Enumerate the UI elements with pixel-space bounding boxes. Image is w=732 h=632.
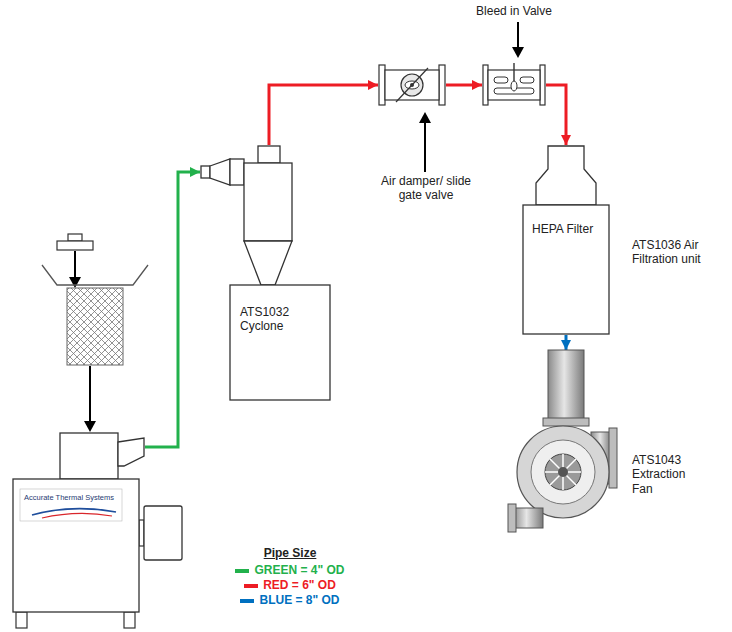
fan-base-outlet bbox=[513, 508, 543, 528]
hepa-filter-unit: HEPA FilterATS1036 Air Filtration unit bbox=[522, 145, 610, 335]
machine-body bbox=[13, 479, 139, 612]
callout-text: Air damper/ slide gate valve bbox=[380, 174, 472, 203]
inlet-tip bbox=[201, 166, 210, 178]
hub bbox=[558, 467, 568, 477]
part-label: ATS1032 Cyclone bbox=[240, 305, 320, 334]
arrow-head bbox=[368, 80, 378, 90]
inlet-nozzle bbox=[210, 159, 230, 185]
pointer-arrow bbox=[517, 22, 519, 48]
pipe-connector bbox=[269, 85, 378, 145]
logo-swoosh bbox=[42, 513, 112, 518]
collection-bin bbox=[230, 285, 330, 400]
lid bbox=[57, 241, 93, 250]
arrow-head bbox=[84, 421, 96, 432]
outlet bbox=[60, 433, 118, 479]
hopper bbox=[42, 234, 148, 432]
filter-outline bbox=[522, 145, 610, 335]
mesh-basket bbox=[67, 288, 123, 365]
text-slot: ATS1036 Air Filtration unit bbox=[632, 238, 712, 267]
text-slot: Pipe Size bbox=[230, 546, 350, 560]
text-slot: ATS1043 Extraction Fan bbox=[632, 453, 702, 496]
impeller bbox=[545, 454, 581, 490]
filter-housing bbox=[523, 205, 609, 334]
fan-base-flange bbox=[508, 504, 516, 532]
slot bbox=[494, 77, 508, 83]
inlet-pipe bbox=[548, 350, 584, 422]
legend-swatch bbox=[244, 584, 258, 588]
cyclone-cone bbox=[244, 241, 292, 285]
flange bbox=[379, 65, 385, 105]
motor bbox=[144, 506, 182, 560]
inlet-flange bbox=[543, 418, 589, 426]
arrow-head bbox=[512, 47, 524, 58]
cyclone-outline bbox=[200, 145, 332, 402]
machine-outline bbox=[12, 432, 145, 613]
text-slot: Air damper/ slide gate valve bbox=[380, 174, 472, 203]
logo-text: Accurate Thermal Systems bbox=[24, 493, 122, 502]
arrow-head bbox=[561, 340, 571, 350]
leg bbox=[124, 612, 135, 628]
arrow-head bbox=[472, 80, 482, 90]
pointer-arrow bbox=[424, 122, 426, 172]
flange bbox=[483, 65, 488, 105]
feed-arrow bbox=[74, 251, 76, 278]
arrow-head bbox=[190, 167, 200, 177]
impeller-blades bbox=[545, 454, 581, 490]
slash bbox=[396, 68, 428, 102]
flange bbox=[439, 65, 445, 105]
legend-text: BLUE = 8" OD bbox=[259, 593, 339, 607]
bleed-valve: Bleed in Valve bbox=[482, 62, 546, 108]
legend-text: GREEN = 4" OD bbox=[254, 563, 344, 577]
spout bbox=[118, 438, 144, 466]
legend-row: RED = 6" OD bbox=[200, 578, 380, 592]
fan-housing-ring bbox=[531, 440, 595, 504]
outlet-flange bbox=[609, 428, 617, 488]
part-label: HEPA Filter bbox=[532, 222, 604, 236]
legend-text: RED = 6" OD bbox=[263, 578, 336, 592]
arrow-head bbox=[69, 277, 81, 288]
fan-volute bbox=[517, 426, 609, 518]
flange bbox=[540, 65, 545, 105]
callout-text: Bleed in Valve bbox=[464, 4, 564, 18]
tray bbox=[42, 265, 148, 285]
part-label: ATS1043 Extraction Fan bbox=[632, 453, 702, 496]
legend-swatch bbox=[235, 569, 249, 573]
cyclone-barrel bbox=[244, 163, 292, 241]
motor-neck bbox=[139, 520, 144, 546]
lid-knob bbox=[68, 234, 82, 241]
text-slot: HEPA Filter bbox=[532, 222, 604, 236]
leg bbox=[16, 612, 27, 628]
extraction-fan: ATS1043 Extraction Fan bbox=[505, 350, 620, 560]
arrow-head bbox=[419, 112, 431, 123]
filter-neck bbox=[536, 146, 596, 205]
grinder-machine: Accurate Thermal Systems bbox=[12, 432, 145, 613]
damper-symbol bbox=[378, 62, 446, 108]
inlet-pipe bbox=[230, 159, 244, 185]
legend-title: Pipe Size bbox=[230, 546, 350, 560]
arrow-head bbox=[561, 135, 571, 145]
feed-arrow bbox=[89, 366, 91, 422]
bleed-valve-symbol bbox=[482, 62, 546, 108]
part-label: ATS1036 Air Filtration unit bbox=[632, 238, 712, 267]
pipe-connector bbox=[145, 172, 200, 447]
legend-swatch bbox=[240, 599, 254, 603]
valve-knob bbox=[511, 81, 517, 91]
cyclone: ATS1032 Cyclone bbox=[200, 145, 332, 402]
logo-plate bbox=[20, 489, 122, 521]
legend-row: GREEN = 4" OD bbox=[200, 563, 380, 577]
slot bbox=[520, 77, 534, 83]
cyclone-outlet bbox=[258, 146, 280, 163]
text-slot: Bleed in Valve bbox=[464, 4, 564, 18]
text-slot: Accurate Thermal Systems bbox=[24, 493, 122, 502]
damper-valve: Air damper/ slide gate valve bbox=[378, 62, 446, 108]
text-slot: ATS1032 Cyclone bbox=[240, 305, 320, 334]
fan-illustration bbox=[505, 350, 620, 560]
legend-row: BLUE = 8" OD bbox=[200, 593, 380, 607]
